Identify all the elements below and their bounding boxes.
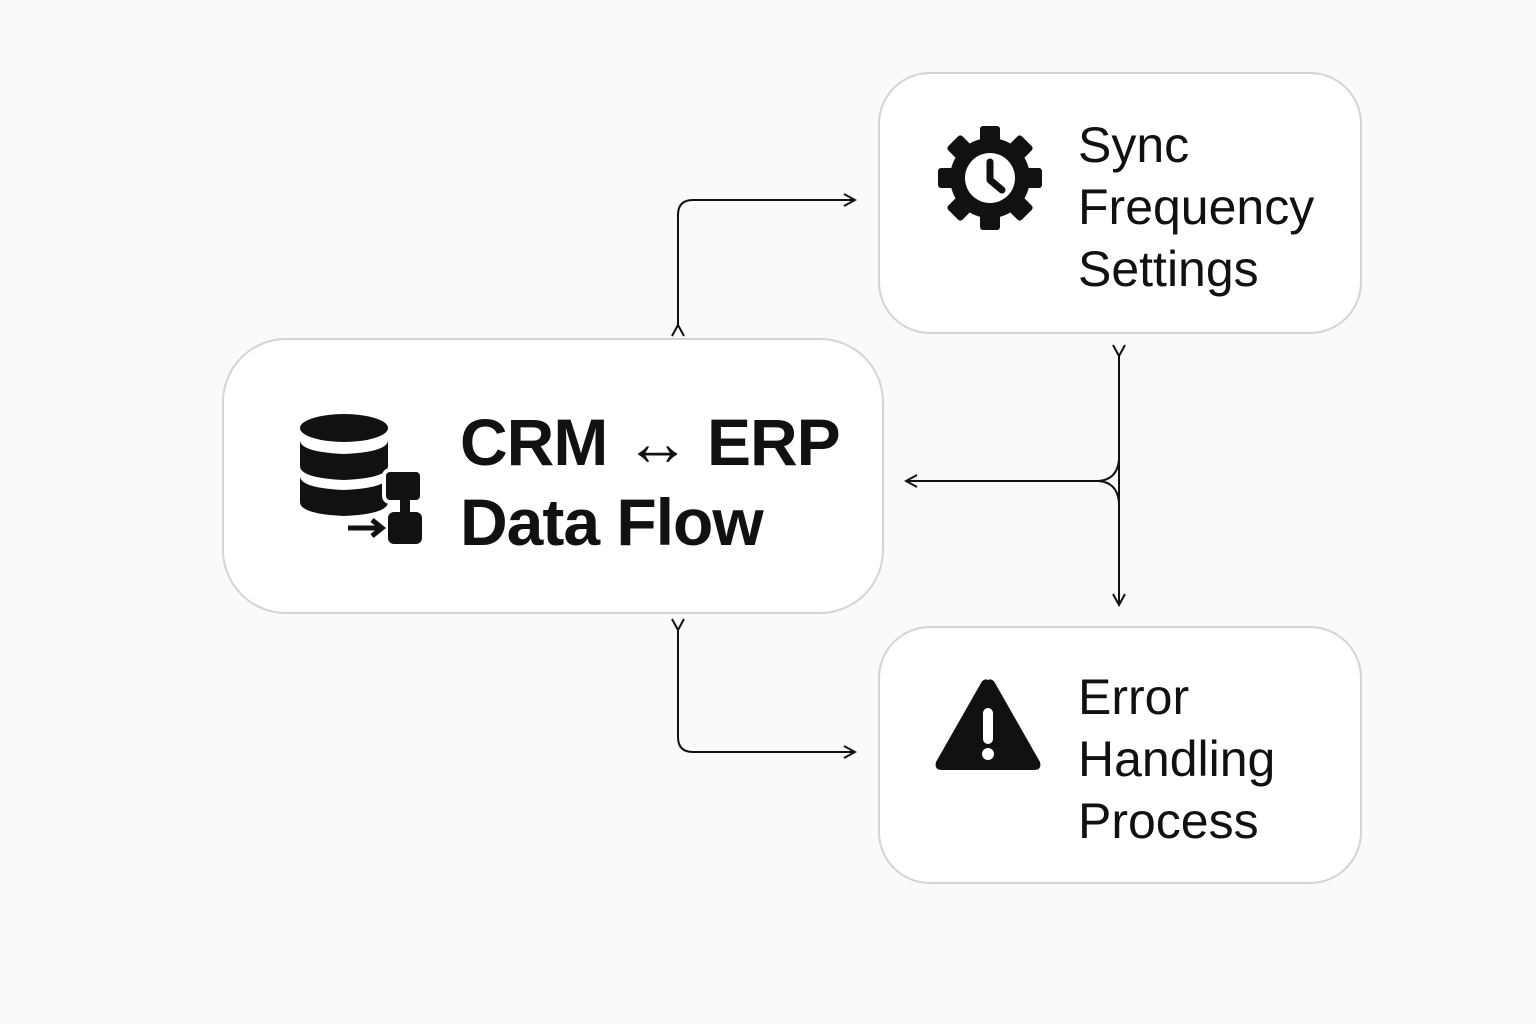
database-flow-icon xyxy=(300,414,424,544)
connector-branch-curve xyxy=(1097,480,1120,503)
error-node-line-2: Handling xyxy=(1078,731,1276,787)
sync-node-line-2: Frequency xyxy=(1078,179,1315,235)
connector-branch-to-main xyxy=(906,459,1120,481)
connector-main-to-error xyxy=(678,630,855,752)
main-node-line-1: CRM ↔ ERP xyxy=(460,405,841,479)
error-node-title: Error Handling Process xyxy=(1078,666,1275,852)
gear-clock-icon xyxy=(938,126,1042,230)
connector-main-to-sync xyxy=(678,200,855,325)
warning-icon xyxy=(935,679,1041,770)
sync-node-line-3: Settings xyxy=(1078,241,1259,297)
main-node-title: CRM ↔ ERP Data Flow xyxy=(460,402,841,562)
error-node-line-1: Error xyxy=(1078,669,1190,725)
sync-frequency-settings-node: Sync Frequency Settings xyxy=(878,72,1362,334)
sync-node-line-1: Sync xyxy=(1078,117,1190,173)
error-handling-process-node: Error Handling Process xyxy=(878,626,1362,884)
error-node-line-3: Process xyxy=(1078,793,1259,849)
main-node-line-2: Data Flow xyxy=(460,485,764,559)
crm-erp-data-flow-node: CRM ↔ ERP Data Flow xyxy=(222,338,884,614)
sync-node-title: Sync Frequency Settings xyxy=(1078,114,1314,300)
